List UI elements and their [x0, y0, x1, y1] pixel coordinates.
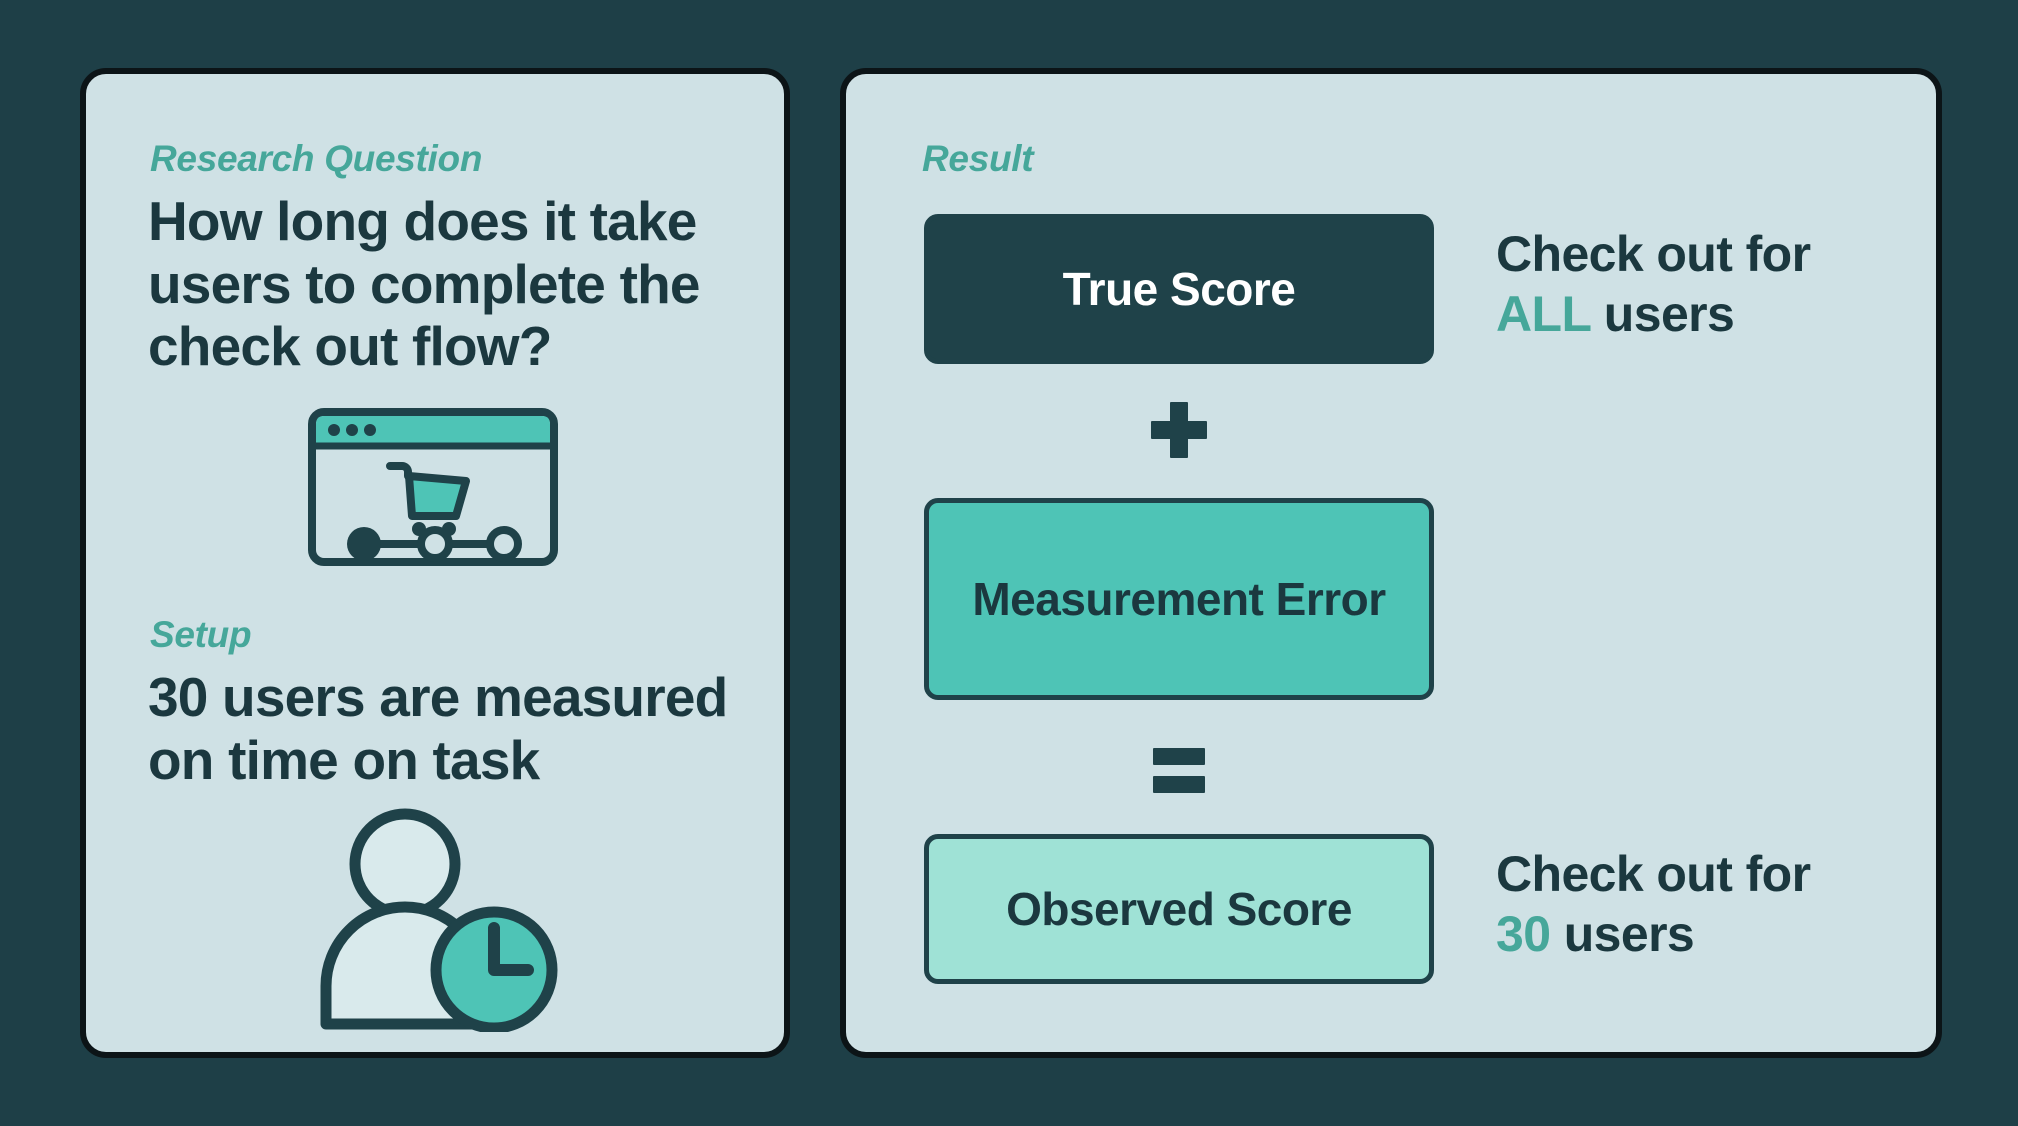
annotation-highlight-all: ALL	[1496, 286, 1591, 342]
annotation-trail-text: users	[1563, 906, 1695, 962]
equals-operator	[924, 712, 1434, 824]
annotation-highlight-30: 30	[1496, 906, 1551, 962]
browser-checkout-cart-icon	[308, 408, 558, 566]
annotation-trail-text: users	[1603, 286, 1735, 342]
annotation-lead-text: Check out for	[1496, 226, 1811, 282]
user-time-on-task-icon	[282, 802, 572, 1034]
equals-icon	[1151, 740, 1207, 796]
annotation-30-users: Check out for 30 users	[1496, 844, 1811, 964]
annotation-all-users: Check out for ALL users	[1496, 224, 1811, 344]
result-eyebrow: Result	[922, 138, 1034, 179]
research-setup-card: Research Question How long does it take …	[80, 68, 790, 1058]
observed-score-box: Observed Score	[924, 834, 1434, 984]
plus-operator	[924, 374, 1434, 486]
research-question-eyebrow: Research Question	[150, 138, 483, 179]
plus-icon	[1151, 402, 1207, 458]
research-question-headline: How long does it take users to complete …	[148, 190, 700, 378]
measurement-error-box: Measurement Error	[924, 498, 1434, 700]
result-equation-card: Result True Score Measurement Error Obse…	[840, 68, 1942, 1058]
annotation-lead-text: Check out for	[1496, 846, 1811, 902]
true-score-box: True Score	[924, 214, 1434, 364]
setup-headline: 30 users are measured on time on task	[148, 666, 728, 791]
setup-eyebrow: Setup	[150, 614, 252, 655]
